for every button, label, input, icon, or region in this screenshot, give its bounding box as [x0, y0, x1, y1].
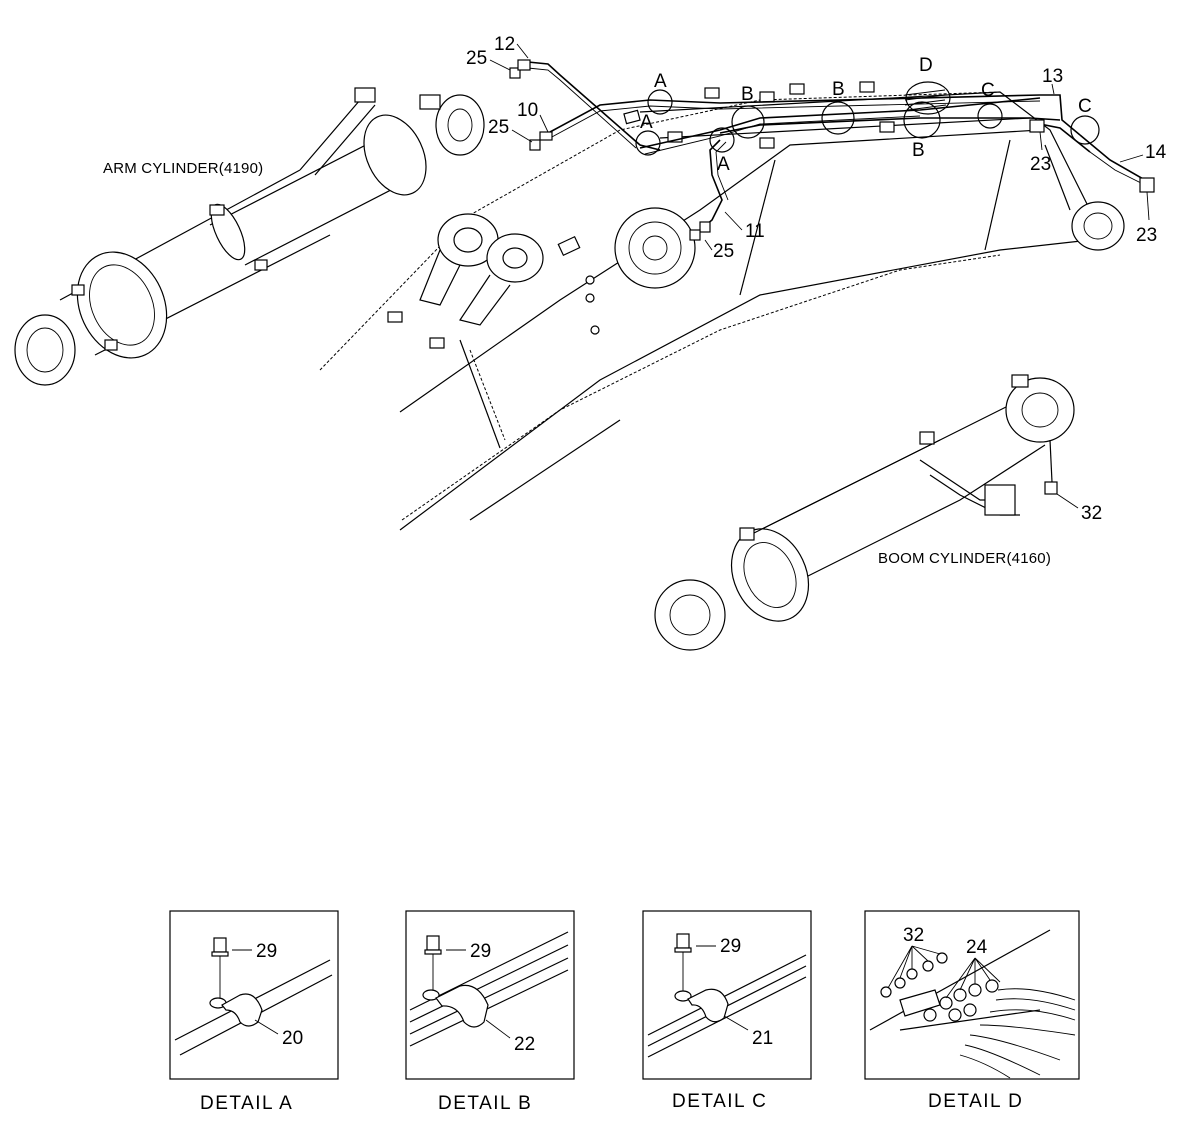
callouts: 12 25 10 25 25 11 13 14 23 23 32 ARM CYL… [103, 34, 1167, 567]
callout-23-upper: 23 [1030, 154, 1051, 175]
marker-circle-b3 [903, 101, 941, 139]
marker-circle-a2 [635, 130, 661, 156]
detail-d-left-callout: 32 [903, 925, 924, 946]
marker-circle-c2 [1070, 115, 1100, 145]
marker-a2: A [640, 112, 653, 133]
detail-c-caption: DETAIL C [672, 1091, 767, 1112]
detail-c: 29 21 DETAIL C [642, 910, 812, 1112]
detail-b-bolt-callout: 29 [470, 941, 491, 962]
detail-c-bolt-callout: 29 [720, 936, 741, 957]
detail-d-caption: DETAIL D [928, 1091, 1023, 1112]
detail-d: 32 24 DETAIL D [864, 910, 1080, 1112]
marker-d1: D [919, 55, 933, 76]
callout-25-top: 25 [466, 48, 487, 69]
boom-cylinder-label: BOOM CYLINDER(4160) [878, 550, 1051, 567]
clamp-icon [674, 990, 692, 1002]
detail-a-clamp-callout: 20 [282, 1028, 303, 1049]
detail-markers: A A A B B B C C D [635, 55, 1100, 175]
callout-13: 13 [1042, 66, 1063, 87]
detail-a-bolt-callout: 29 [256, 941, 277, 962]
detail-c-frame [642, 910, 812, 1080]
boom-cylinder [654, 374, 1075, 651]
arm-cylinder [14, 87, 485, 386]
detail-b-frame [405, 910, 575, 1080]
detail-d-right-callout: 24 [966, 937, 988, 958]
marker-b1: B [741, 84, 754, 105]
callout-10: 10 [517, 100, 538, 121]
marker-a3: A [717, 154, 730, 175]
detail-a-frame [169, 910, 339, 1080]
hose-routing [509, 59, 1155, 241]
marker-c1: C [981, 80, 995, 101]
detail-a-caption: DETAIL A [200, 1093, 293, 1114]
arm-cylinder-label: ARM CYLINDER(4190) [103, 160, 263, 177]
callout-32: 32 [1081, 503, 1102, 524]
detail-c-clamp-callout: 21 [752, 1028, 773, 1049]
clamp-icon [422, 989, 440, 1001]
bolt-icon [213, 937, 227, 953]
callout-11: 11 [745, 221, 765, 242]
marker-c2: C [1078, 96, 1092, 117]
marker-circle-c1 [977, 103, 1003, 129]
bolt-icon [426, 935, 440, 951]
marker-a1: A [654, 71, 667, 92]
callout-14: 14 [1145, 142, 1167, 163]
marker-circle-b2 [821, 101, 855, 135]
marker-b2: B [832, 79, 845, 100]
callout-25-left: 25 [488, 117, 509, 138]
detail-a: 29 20 DETAIL A [169, 910, 339, 1114]
marker-circle-b1 [731, 105, 765, 139]
callout-12: 12 [494, 34, 515, 55]
callout-25-bottom: 25 [713, 241, 734, 262]
detail-b: 29 22 DETAIL B [405, 910, 575, 1114]
marker-b3: B [912, 140, 925, 161]
boom-structure [319, 81, 1125, 531]
detail-d-frame [864, 910, 1080, 1080]
marker-circle-a1 [647, 89, 673, 115]
detail-b-caption: DETAIL B [438, 1093, 532, 1114]
callout-23-lower: 23 [1136, 225, 1157, 246]
marker-circle-a3 [709, 127, 735, 153]
bolt-icon [676, 933, 690, 949]
detail-b-clamp-callout: 22 [514, 1034, 535, 1055]
marker-circle-d1 [905, 81, 951, 115]
